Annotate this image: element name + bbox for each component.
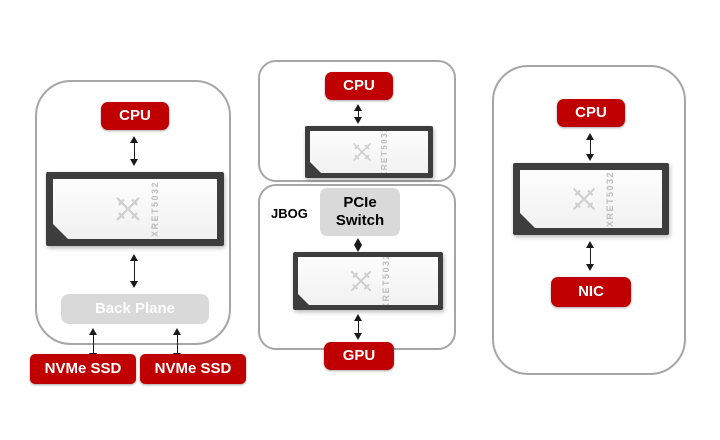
xret5032-logo-icon (111, 192, 145, 226)
pcie-switch-badge: PCIe Switch (320, 188, 400, 236)
cpu-label: CPU (119, 107, 151, 124)
cpu-label: CPU (575, 104, 607, 121)
updown-arrow-icon (586, 241, 595, 271)
chip-label-area: XRET5032 (53, 179, 217, 239)
chip-part-number: XRET5032 (380, 252, 391, 310)
updown-arrow-icon (354, 238, 363, 252)
arrow-shaft (133, 259, 136, 283)
chip-mark: XRET5032 (349, 126, 389, 177)
xret5032-logo-icon (349, 139, 375, 165)
chip-part-number: XRET5032 (604, 170, 615, 228)
xret5032-chip: XRET5032 (46, 172, 224, 246)
nvme-ssd-label: NVMe SSD (44, 360, 122, 377)
nic-label: NIC (578, 283, 604, 300)
chip-label-area: XRET5032 (310, 131, 428, 173)
cpu-badge: CPU (325, 72, 393, 100)
right-nic-diagram-panel: CPU XRET5032 (492, 65, 686, 375)
gpu-label: GPU (342, 347, 376, 364)
arrow-shaft (133, 141, 136, 161)
arrow-shaft (357, 109, 360, 119)
middle-jbog-panel: JBOG PCIe Switch (258, 184, 456, 370)
xret5032-chip: XRET5032 (293, 252, 443, 310)
arrow-shaft (589, 246, 592, 266)
xret5032-logo-icon (568, 183, 600, 215)
chip-label-area: XRET5032 (298, 257, 438, 305)
back-plane-label: Back Plane (94, 300, 176, 317)
cpu-badge: CPU (101, 102, 169, 130)
arrow-shaft (92, 333, 95, 355)
left-storage-diagram-panel: CPU XRET5032 (35, 80, 231, 360)
arrow-shaft (589, 138, 592, 156)
gpu-badge: GPU (324, 342, 394, 370)
nic-badge: NIC (551, 277, 631, 307)
xret5032-chip: XRET5032 (305, 126, 433, 178)
chip-mark: XRET5032 (346, 253, 391, 309)
updown-arrow-icon (130, 254, 139, 288)
jbog-label: JBOG (271, 206, 308, 221)
nvme-ssd-badge: NVMe SSD (140, 354, 246, 384)
cpu-label: CPU (343, 77, 375, 94)
xret5032-chip: XRET5032 (513, 163, 669, 235)
updown-arrow-icon (354, 104, 363, 124)
updown-arrow-icon (354, 314, 363, 340)
xret5032-logo-icon (346, 266, 376, 296)
middle-host-panel: CPU XRET5032 (258, 60, 456, 182)
chip-part-number: XRET5032 (380, 126, 389, 178)
arrow-shaft (176, 333, 179, 355)
cpu-badge: CPU (557, 99, 625, 127)
back-plane-badge: Back Plane (61, 294, 209, 324)
updown-arrow-icon (130, 136, 139, 166)
updown-arrow-icon (586, 133, 595, 161)
arrow-shaft (357, 243, 360, 247)
chip-mark: XRET5032 (111, 181, 160, 237)
nvme-ssd-badge: NVMe SSD (30, 354, 136, 384)
nvme-ssd-label: NVMe SSD (154, 360, 232, 377)
chip-part-number: XRET5032 (149, 180, 160, 238)
pcie-switch-label: PCIe Switch (335, 194, 385, 229)
chip-mark: XRET5032 (568, 171, 615, 227)
chip-label-area: XRET5032 (520, 170, 662, 228)
arrow-shaft (357, 319, 360, 335)
